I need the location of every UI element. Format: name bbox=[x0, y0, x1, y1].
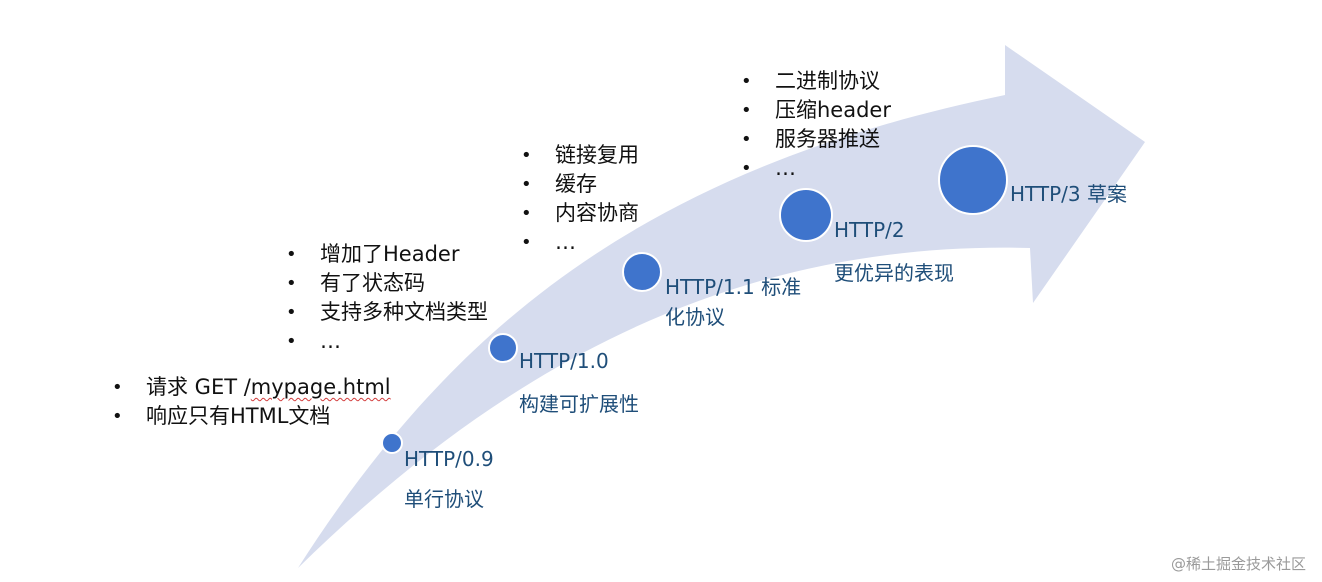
feature-item: … bbox=[741, 154, 891, 183]
milestone-node-4 bbox=[779, 188, 833, 242]
feature-item: 服务器推送 bbox=[741, 125, 891, 154]
http10-description: 构建可扩展性 bbox=[519, 392, 639, 416]
http09-label: HTTP/0.9 bbox=[404, 447, 494, 471]
http3-label: HTTP/3 草案 bbox=[1010, 182, 1128, 206]
http11-label: HTTP/1.1 标准化协议 bbox=[665, 275, 802, 329]
feature-item: 响应只有HTML文档 bbox=[112, 402, 391, 431]
feature-item: … bbox=[286, 327, 488, 356]
feature-item: 有了状态码 bbox=[286, 269, 488, 298]
feature-item: 缓存 bbox=[521, 170, 639, 199]
feature-item: 内容协商 bbox=[521, 199, 639, 228]
http2-label: HTTP/2 bbox=[834, 218, 905, 242]
http2-description: 更优异的表现 bbox=[834, 261, 954, 285]
http09-description: 单行协议 bbox=[404, 487, 484, 511]
feature-item: 请求 GET /mypage.html bbox=[112, 373, 391, 402]
feature-item: 二进制协议 bbox=[741, 67, 891, 96]
http2-features: 二进制协议 压缩header 服务器推送 … bbox=[741, 67, 891, 183]
http09-features: 请求 GET /mypage.html 响应只有HTML文档 bbox=[112, 373, 391, 431]
feature-item: … bbox=[521, 228, 639, 257]
milestone-node-5 bbox=[938, 145, 1008, 215]
feature-item: 支持多种文档类型 bbox=[286, 298, 488, 327]
milestone-node-3 bbox=[622, 252, 662, 292]
feature-item: 压缩header bbox=[741, 96, 891, 125]
feature-item: 增加了Header bbox=[286, 240, 488, 269]
milestone-node-2 bbox=[488, 333, 518, 363]
http10-label: HTTP/1.0 bbox=[519, 349, 609, 373]
feature-item-url: mypage.html bbox=[250, 375, 391, 399]
http11-features: 链接复用 缓存 内容协商 … bbox=[521, 141, 639, 257]
progress-arrow bbox=[298, 45, 1145, 568]
feature-item: 链接复用 bbox=[521, 141, 639, 170]
milestone-node-1 bbox=[381, 432, 403, 454]
watermark: @稀土掘金技术社区 bbox=[1170, 555, 1306, 573]
http10-features: 增加了Header 有了状态码 支持多种文档类型 … bbox=[286, 240, 488, 356]
